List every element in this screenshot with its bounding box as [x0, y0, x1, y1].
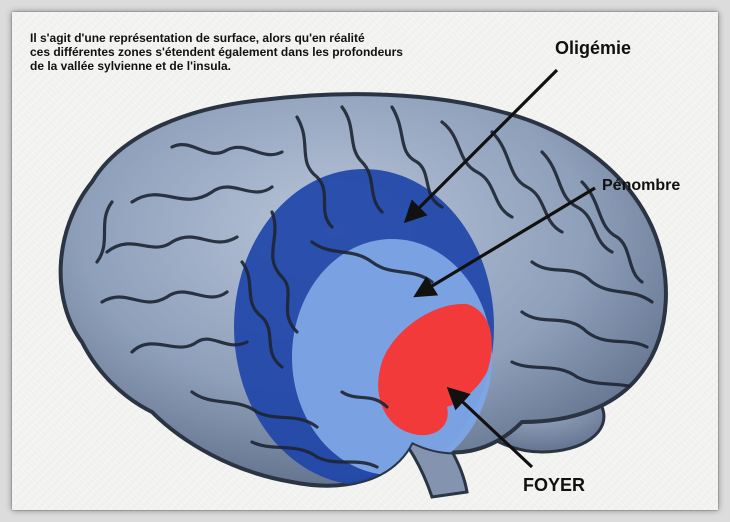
note-line: Il s'agit d'une représentation de surfac…: [30, 31, 490, 45]
label-foyer: FOYER: [523, 475, 585, 496]
note-line: de la vallée sylvienne et de l'insula.: [30, 59, 490, 73]
label-oligemie: Oligémie: [555, 38, 631, 59]
figure-card: Il s'agit d'une représentation de surfac…: [12, 12, 718, 510]
explanation-note: Il s'agit d'une représentation de surfac…: [30, 31, 490, 73]
note-line: ces différentes zones s'étendent égaleme…: [30, 45, 490, 59]
label-penombre: Pénombre: [602, 177, 680, 195]
brain-diagram: [12, 12, 718, 510]
